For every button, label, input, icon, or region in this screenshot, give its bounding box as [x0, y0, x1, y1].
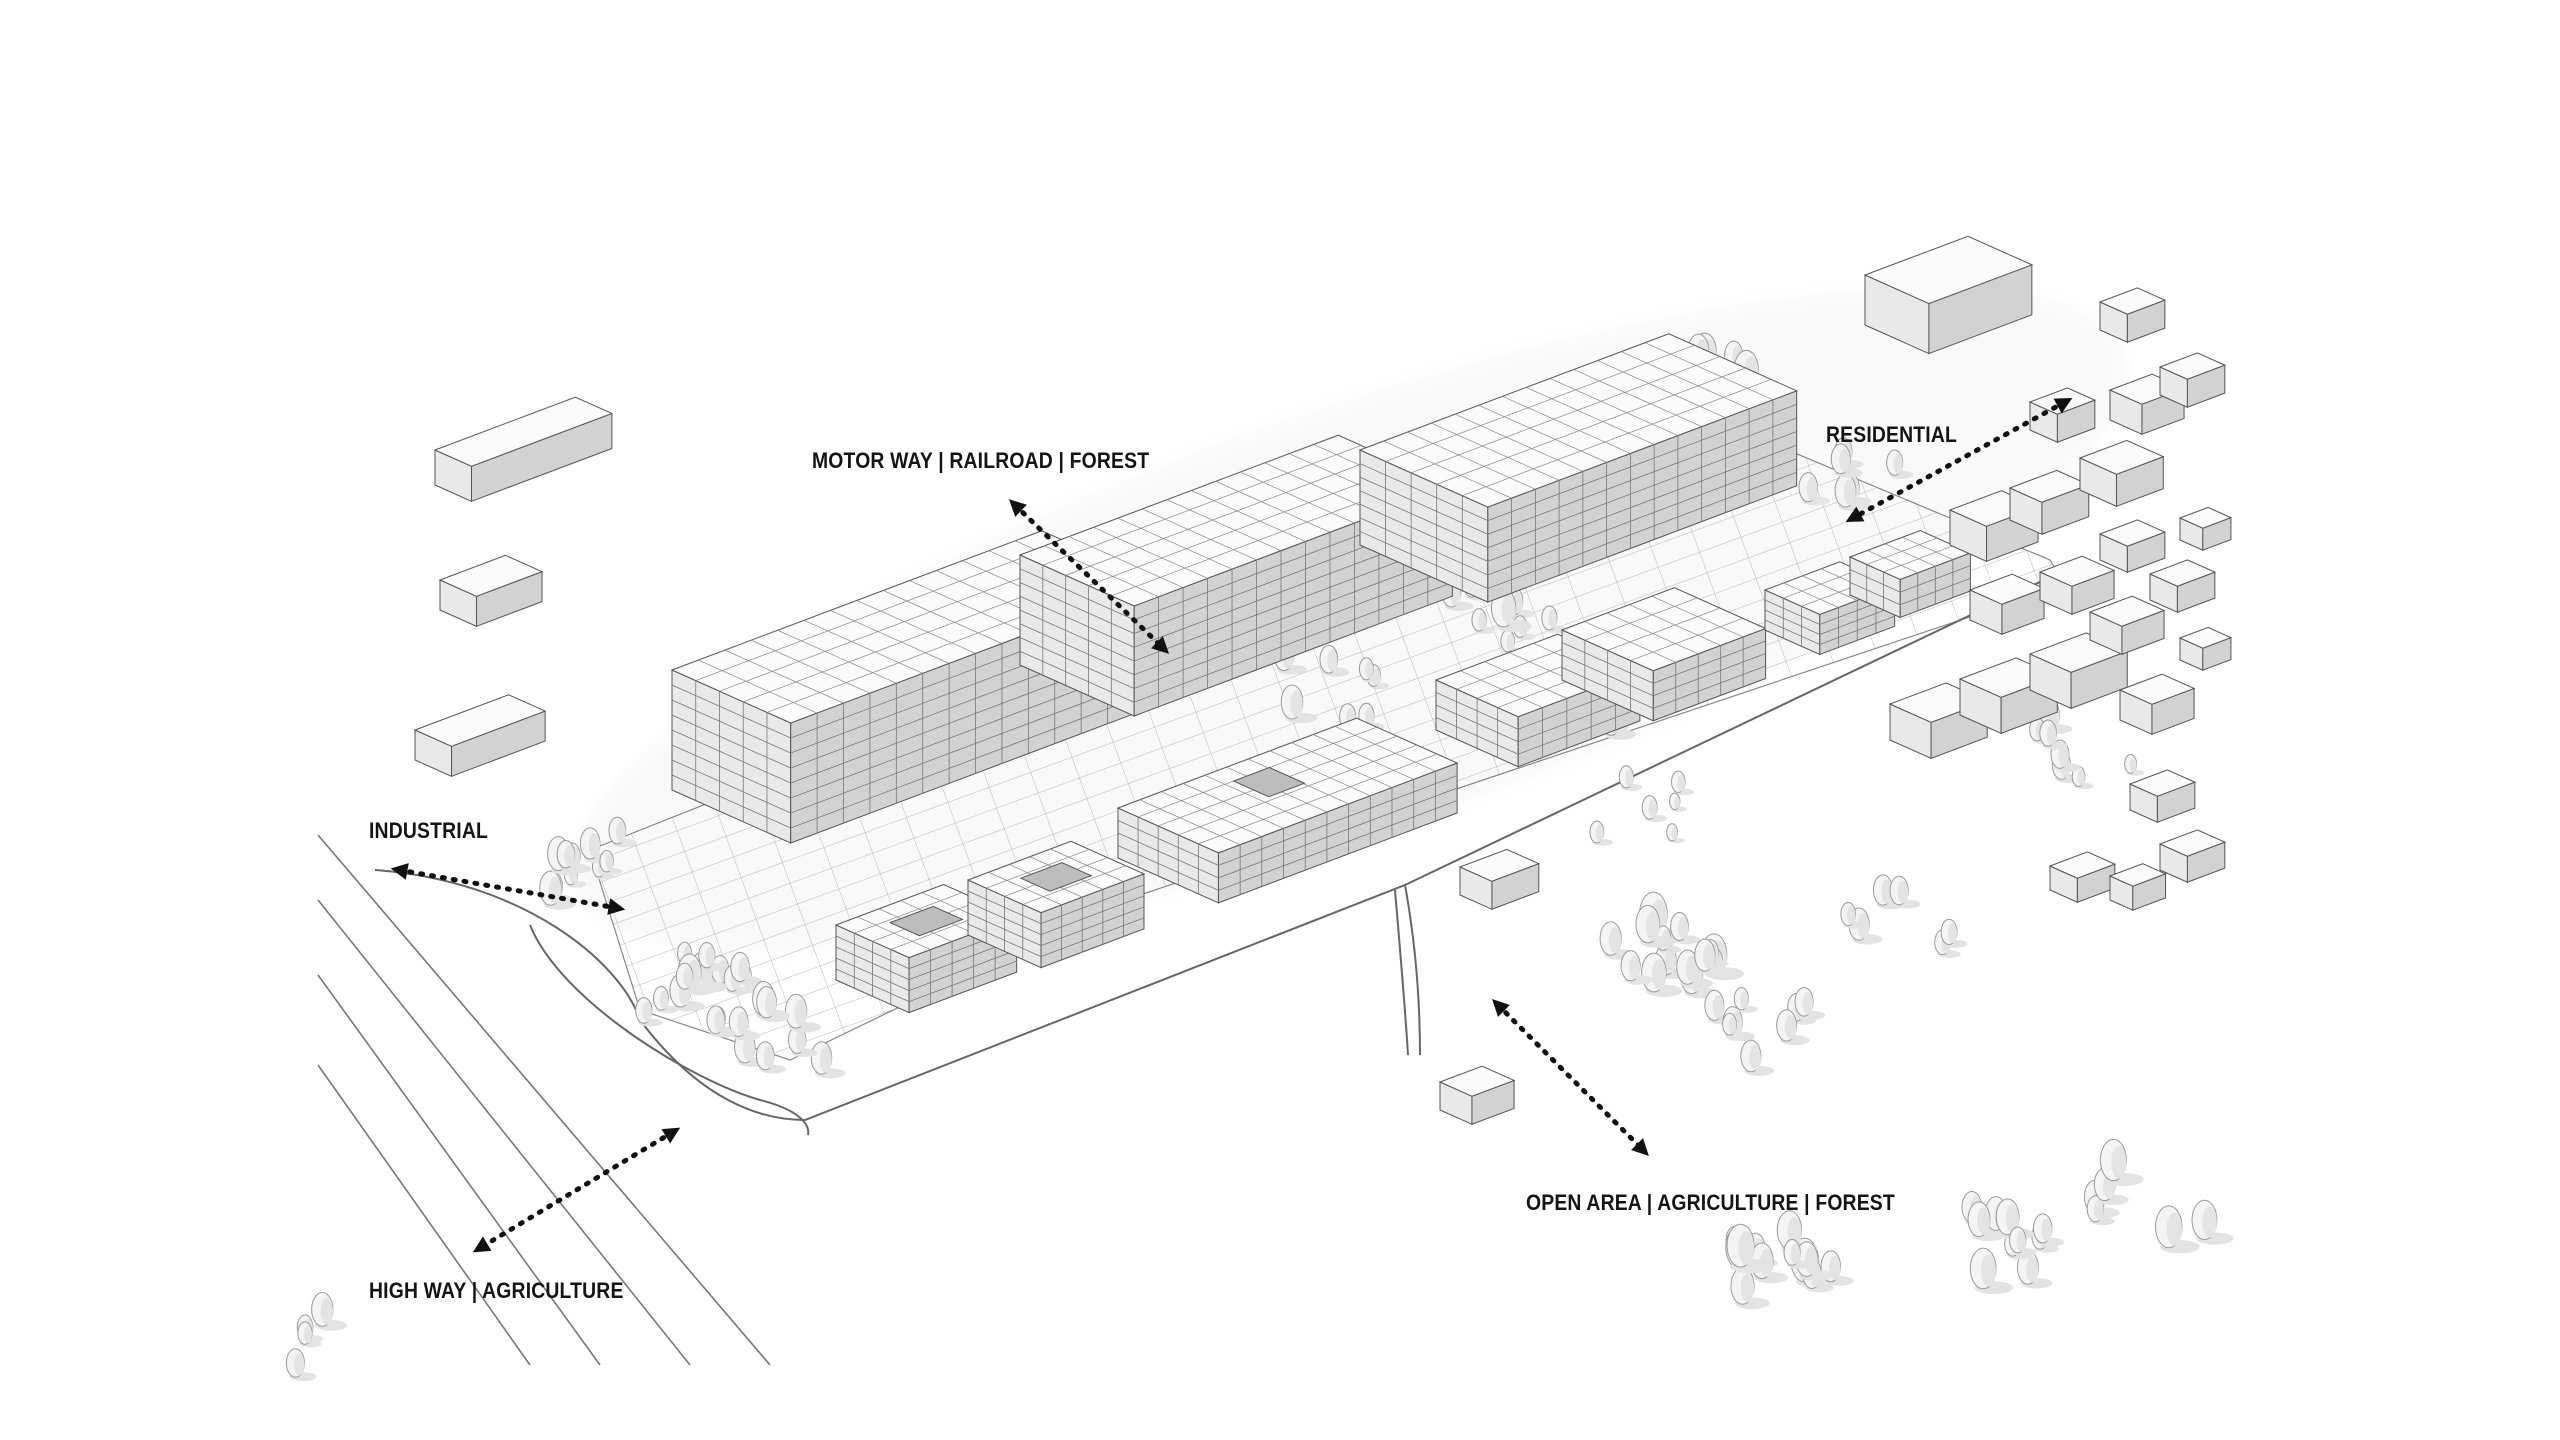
block-courtyard-2 — [966, 840, 1146, 969]
arrow-residential — [1845, 397, 2073, 523]
context-house — [2118, 673, 2196, 736]
tree — [2191, 1199, 2234, 1245]
tree — [1740, 1039, 1775, 1076]
tree — [675, 962, 704, 993]
tree — [1798, 472, 1830, 506]
tree — [706, 1005, 737, 1038]
context-house — [2098, 519, 2167, 574]
connection-arrows — [390, 397, 2073, 1253]
tree — [2033, 1213, 2065, 1247]
tree — [579, 827, 614, 864]
context-house — [2178, 626, 2233, 671]
context-house — [2088, 595, 2166, 656]
block-east-2 — [1848, 530, 1972, 619]
tree — [784, 993, 822, 1033]
tree — [2099, 1138, 2144, 1187]
tree — [2086, 1195, 2115, 1226]
tree — [1635, 904, 1676, 948]
context-house — [2128, 769, 2197, 824]
context-house — [2048, 851, 2117, 904]
context-house — [1458, 848, 1541, 911]
tree — [1840, 902, 1866, 929]
context-house — [2158, 352, 2227, 409]
tree — [1733, 986, 1758, 1013]
arrow-open-area — [1492, 999, 1649, 1156]
block-mid-2 — [1560, 587, 1767, 722]
tree — [2016, 1250, 2053, 1289]
tree — [1280, 684, 1318, 724]
context-house — [2148, 559, 2217, 614]
label-motorway-railroad-forest: MOTOR WAY | RAILROAD | FOREST — [812, 448, 1150, 473]
context-house — [2098, 287, 2167, 344]
tree — [1776, 1009, 1810, 1046]
tree — [1969, 1247, 2014, 1295]
tree — [698, 941, 726, 972]
tree — [2009, 1226, 2037, 1257]
context-house — [2038, 555, 2116, 616]
label-industrial: INDUSTRIAL — [369, 818, 488, 843]
tree — [1666, 823, 1685, 844]
tree — [1694, 938, 1729, 976]
context-house — [2078, 439, 2165, 508]
context-house — [2178, 506, 2233, 551]
tree — [311, 1292, 348, 1331]
tree — [1620, 950, 1653, 985]
tree — [730, 951, 762, 986]
tree — [1940, 918, 1968, 948]
tree — [1889, 875, 1921, 909]
tree — [2155, 1205, 2200, 1254]
residential-block-south — [1116, 717, 1459, 904]
buildings — [413, 235, 2233, 1126]
tree — [728, 1006, 761, 1041]
tree — [1730, 1267, 1770, 1310]
tree — [2124, 754, 2145, 776]
tree — [1967, 1201, 2005, 1242]
tree — [1589, 820, 1613, 846]
context-industrial-2 — [438, 554, 544, 628]
arrow-motorway — [1008, 499, 1170, 654]
context-house — [2108, 863, 2167, 911]
label-open-area-agriculture-forest: OPEN AREA | AGRICULTURE | FOREST — [1526, 1190, 1895, 1215]
tree — [1722, 1012, 1746, 1039]
tree — [756, 986, 790, 1022]
tree — [788, 1025, 818, 1058]
tree — [1358, 657, 1383, 683]
context-industrial-1 — [433, 396, 614, 503]
tree — [635, 997, 663, 1027]
tree — [2039, 719, 2068, 750]
tree — [285, 1348, 317, 1382]
tree — [1671, 770, 1695, 796]
context-house — [2158, 829, 2227, 884]
tree — [2071, 765, 2094, 790]
main-building-east — [1358, 333, 1798, 603]
tree — [1794, 986, 1826, 1020]
tree — [1641, 795, 1667, 823]
tree — [1783, 1239, 1812, 1269]
tree — [653, 985, 679, 1014]
context-industrial-3 — [413, 694, 547, 778]
tree — [1541, 605, 1567, 633]
tree — [608, 816, 637, 848]
tree — [1726, 1223, 1773, 1273]
tree — [810, 1041, 846, 1079]
arrow-highway — [472, 1127, 681, 1253]
tree — [1471, 608, 1496, 634]
tree — [1618, 765, 1643, 791]
label-residential: RESIDENTIAL — [1826, 422, 1958, 447]
tree — [1319, 644, 1350, 677]
context-residential-large — [1863, 235, 2034, 355]
tree — [1670, 911, 1701, 945]
trees — [285, 332, 2234, 1382]
arrow-industrial — [390, 863, 626, 915]
label-highway-agriculture: HIGH WAY | AGRICULTURE — [369, 1278, 624, 1303]
tree — [1669, 792, 1687, 812]
tree — [755, 1041, 786, 1074]
tree — [297, 1321, 322, 1348]
